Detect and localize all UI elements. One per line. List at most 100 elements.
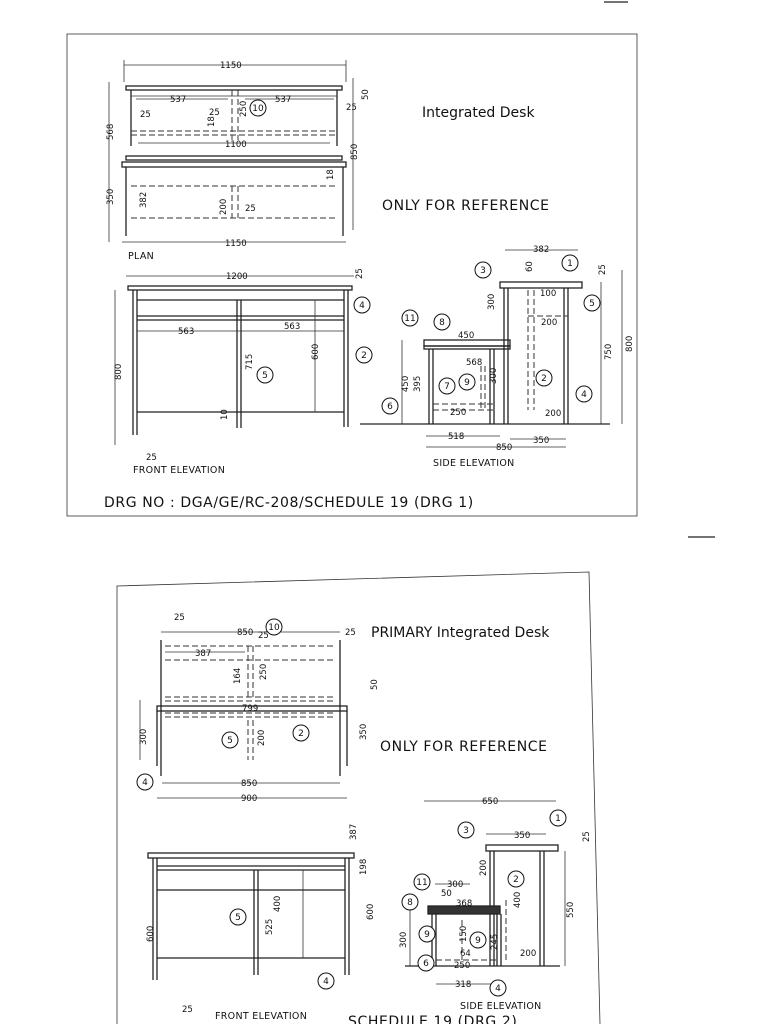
dim-label: 300 <box>487 294 497 310</box>
dim-label: 900 <box>241 794 257 804</box>
callout-number: 5 <box>262 371 268 381</box>
dim-label: 200 <box>219 199 229 215</box>
dim-label: 350 <box>533 436 549 446</box>
dim-label: 850 <box>237 628 253 638</box>
dim-label: 25 <box>258 631 269 641</box>
dim-label: 25 <box>355 268 365 279</box>
callout-number: 5 <box>227 736 233 746</box>
callout-number: 10 <box>252 104 264 114</box>
dim-label: 25 <box>146 453 157 463</box>
sheet-2: PRIMARY Integrated Desk ONLY FOR REFEREN… <box>116 571 601 1024</box>
callout-number: 2 <box>298 729 304 739</box>
dim-label: 715 <box>245 354 255 370</box>
dim-label: 450 <box>458 331 474 341</box>
dim-label: 164 <box>233 668 243 684</box>
callout-number: 6 <box>387 402 393 412</box>
dim-label: 300 <box>447 880 463 890</box>
dim-label: 200 <box>545 409 561 419</box>
callout-number: 9 <box>464 378 470 388</box>
callout-number: 4 <box>323 977 329 987</box>
dim-label: 350 <box>106 189 116 205</box>
dim-label: 395 <box>413 376 423 392</box>
dim-label: 300 <box>139 729 149 745</box>
dim-label: 537 <box>170 95 186 105</box>
dim-label: 18 <box>326 169 336 180</box>
callout-number: 4 <box>359 301 365 311</box>
dim-label: 200 <box>520 949 536 959</box>
callout-number: 10 <box>268 623 280 633</box>
dim-label: 25 <box>209 108 220 118</box>
callout-number: 8 <box>407 898 413 908</box>
dim-label: 25 <box>345 628 356 638</box>
dim-label: 387 <box>349 824 359 840</box>
dim-label: 568 <box>106 124 116 140</box>
dim-label: 1100 <box>225 140 247 150</box>
dim-label: 368 <box>456 899 472 909</box>
dim-label: 382 <box>139 192 149 208</box>
dim-label: 850 <box>241 779 257 789</box>
dim-label: 200 <box>479 860 489 876</box>
dim-label: 537 <box>275 95 291 105</box>
sheet-1: Integrated Desk ONLY FOR REFERENCE 1150 … <box>66 33 638 517</box>
dim-label: 563 <box>284 322 300 332</box>
dim-label: 150 <box>459 926 469 942</box>
dim-label: 50 <box>361 89 371 100</box>
dim-label: 750 <box>604 344 614 360</box>
callout-number: 3 <box>463 826 469 836</box>
callout-number: 1 <box>567 259 573 269</box>
dim-label: 350 <box>514 831 530 841</box>
dim-label: 850 <box>496 443 512 453</box>
dim-label: 600 <box>311 344 321 360</box>
side-elevation-view: 650 350 25 200 300 50 368 400 550 <box>399 797 592 1012</box>
dim-label: 250 <box>259 664 269 680</box>
dim-label: 650 <box>482 797 498 807</box>
plan-view: 25 850 25 25 387 164 250 799 50 30 <box>136 613 380 804</box>
side-elevation-label: SIDE ELEVATION <box>433 458 515 469</box>
callout-number: 3 <box>480 266 486 276</box>
callout-number: 5 <box>589 299 595 309</box>
callout-number: 4 <box>495 984 501 994</box>
callout-number: 4 <box>581 390 587 400</box>
dim-label: 300 <box>399 932 409 948</box>
dim-label: 387 <box>195 649 211 659</box>
dim-label: 60 <box>525 261 535 272</box>
dim-label: 25 <box>245 204 256 214</box>
front-elevation-view: 387 198 525 400 600 600 25 FRONT ELEVATI… <box>146 824 376 1022</box>
dim-label: 382 <box>533 245 549 255</box>
dim-label: 568 <box>466 358 482 368</box>
sheet-1-frame <box>66 33 638 517</box>
dim-label: 200 <box>541 318 557 328</box>
dim-label: 25 <box>346 103 357 113</box>
dim-label: 600 <box>366 904 376 920</box>
dim-label: 10 <box>220 409 230 420</box>
dim-label: 50 <box>370 679 380 690</box>
sheet-1-title: Integrated Desk <box>422 105 535 121</box>
dim-label: 850 <box>350 144 360 160</box>
dim-label: 64 <box>460 949 471 959</box>
sheet-2-note: ONLY FOR REFERENCE <box>380 739 548 755</box>
dim-label: 18 <box>207 116 217 127</box>
callout-number: 2 <box>513 875 519 885</box>
sheet-1-note: ONLY FOR REFERENCE <box>382 198 550 214</box>
dim-label: 1150 <box>220 61 242 71</box>
dim-label: 25 <box>182 1005 193 1015</box>
side-elevation-label: SIDE ELEVATION <box>460 1001 542 1012</box>
front-elevation-view: 1200 25 563 563 600 800 715 10 25 FRONT … <box>114 268 373 476</box>
sheet-2-frame <box>116 571 601 1024</box>
callout-number: 11 <box>404 314 415 324</box>
dim-label: 799 <box>242 704 258 714</box>
dim-label: 100 <box>540 289 556 299</box>
dim-label: 400 <box>513 892 523 908</box>
plan-view: 1150 537 537 25 25 25 18 250 50 1100 568… <box>106 60 371 262</box>
side-elevation-view: 382 60 25 300 100 200 450 568 <box>360 245 635 469</box>
dim-label: 800 <box>114 364 124 380</box>
callout-number: 9 <box>475 936 481 946</box>
callout-number: 9 <box>424 930 430 940</box>
plan-label: PLAN <box>128 251 154 262</box>
callout-number: 4 <box>142 778 148 788</box>
dim-label: 1150 <box>225 239 247 249</box>
front-elevation-label: FRONT ELEVATION <box>215 1011 307 1022</box>
dim-label: 1200 <box>226 272 248 282</box>
drawing-number: DRG NO : DGA/GE/RC-208/SCHEDULE 19 (DRG … <box>104 495 474 511</box>
